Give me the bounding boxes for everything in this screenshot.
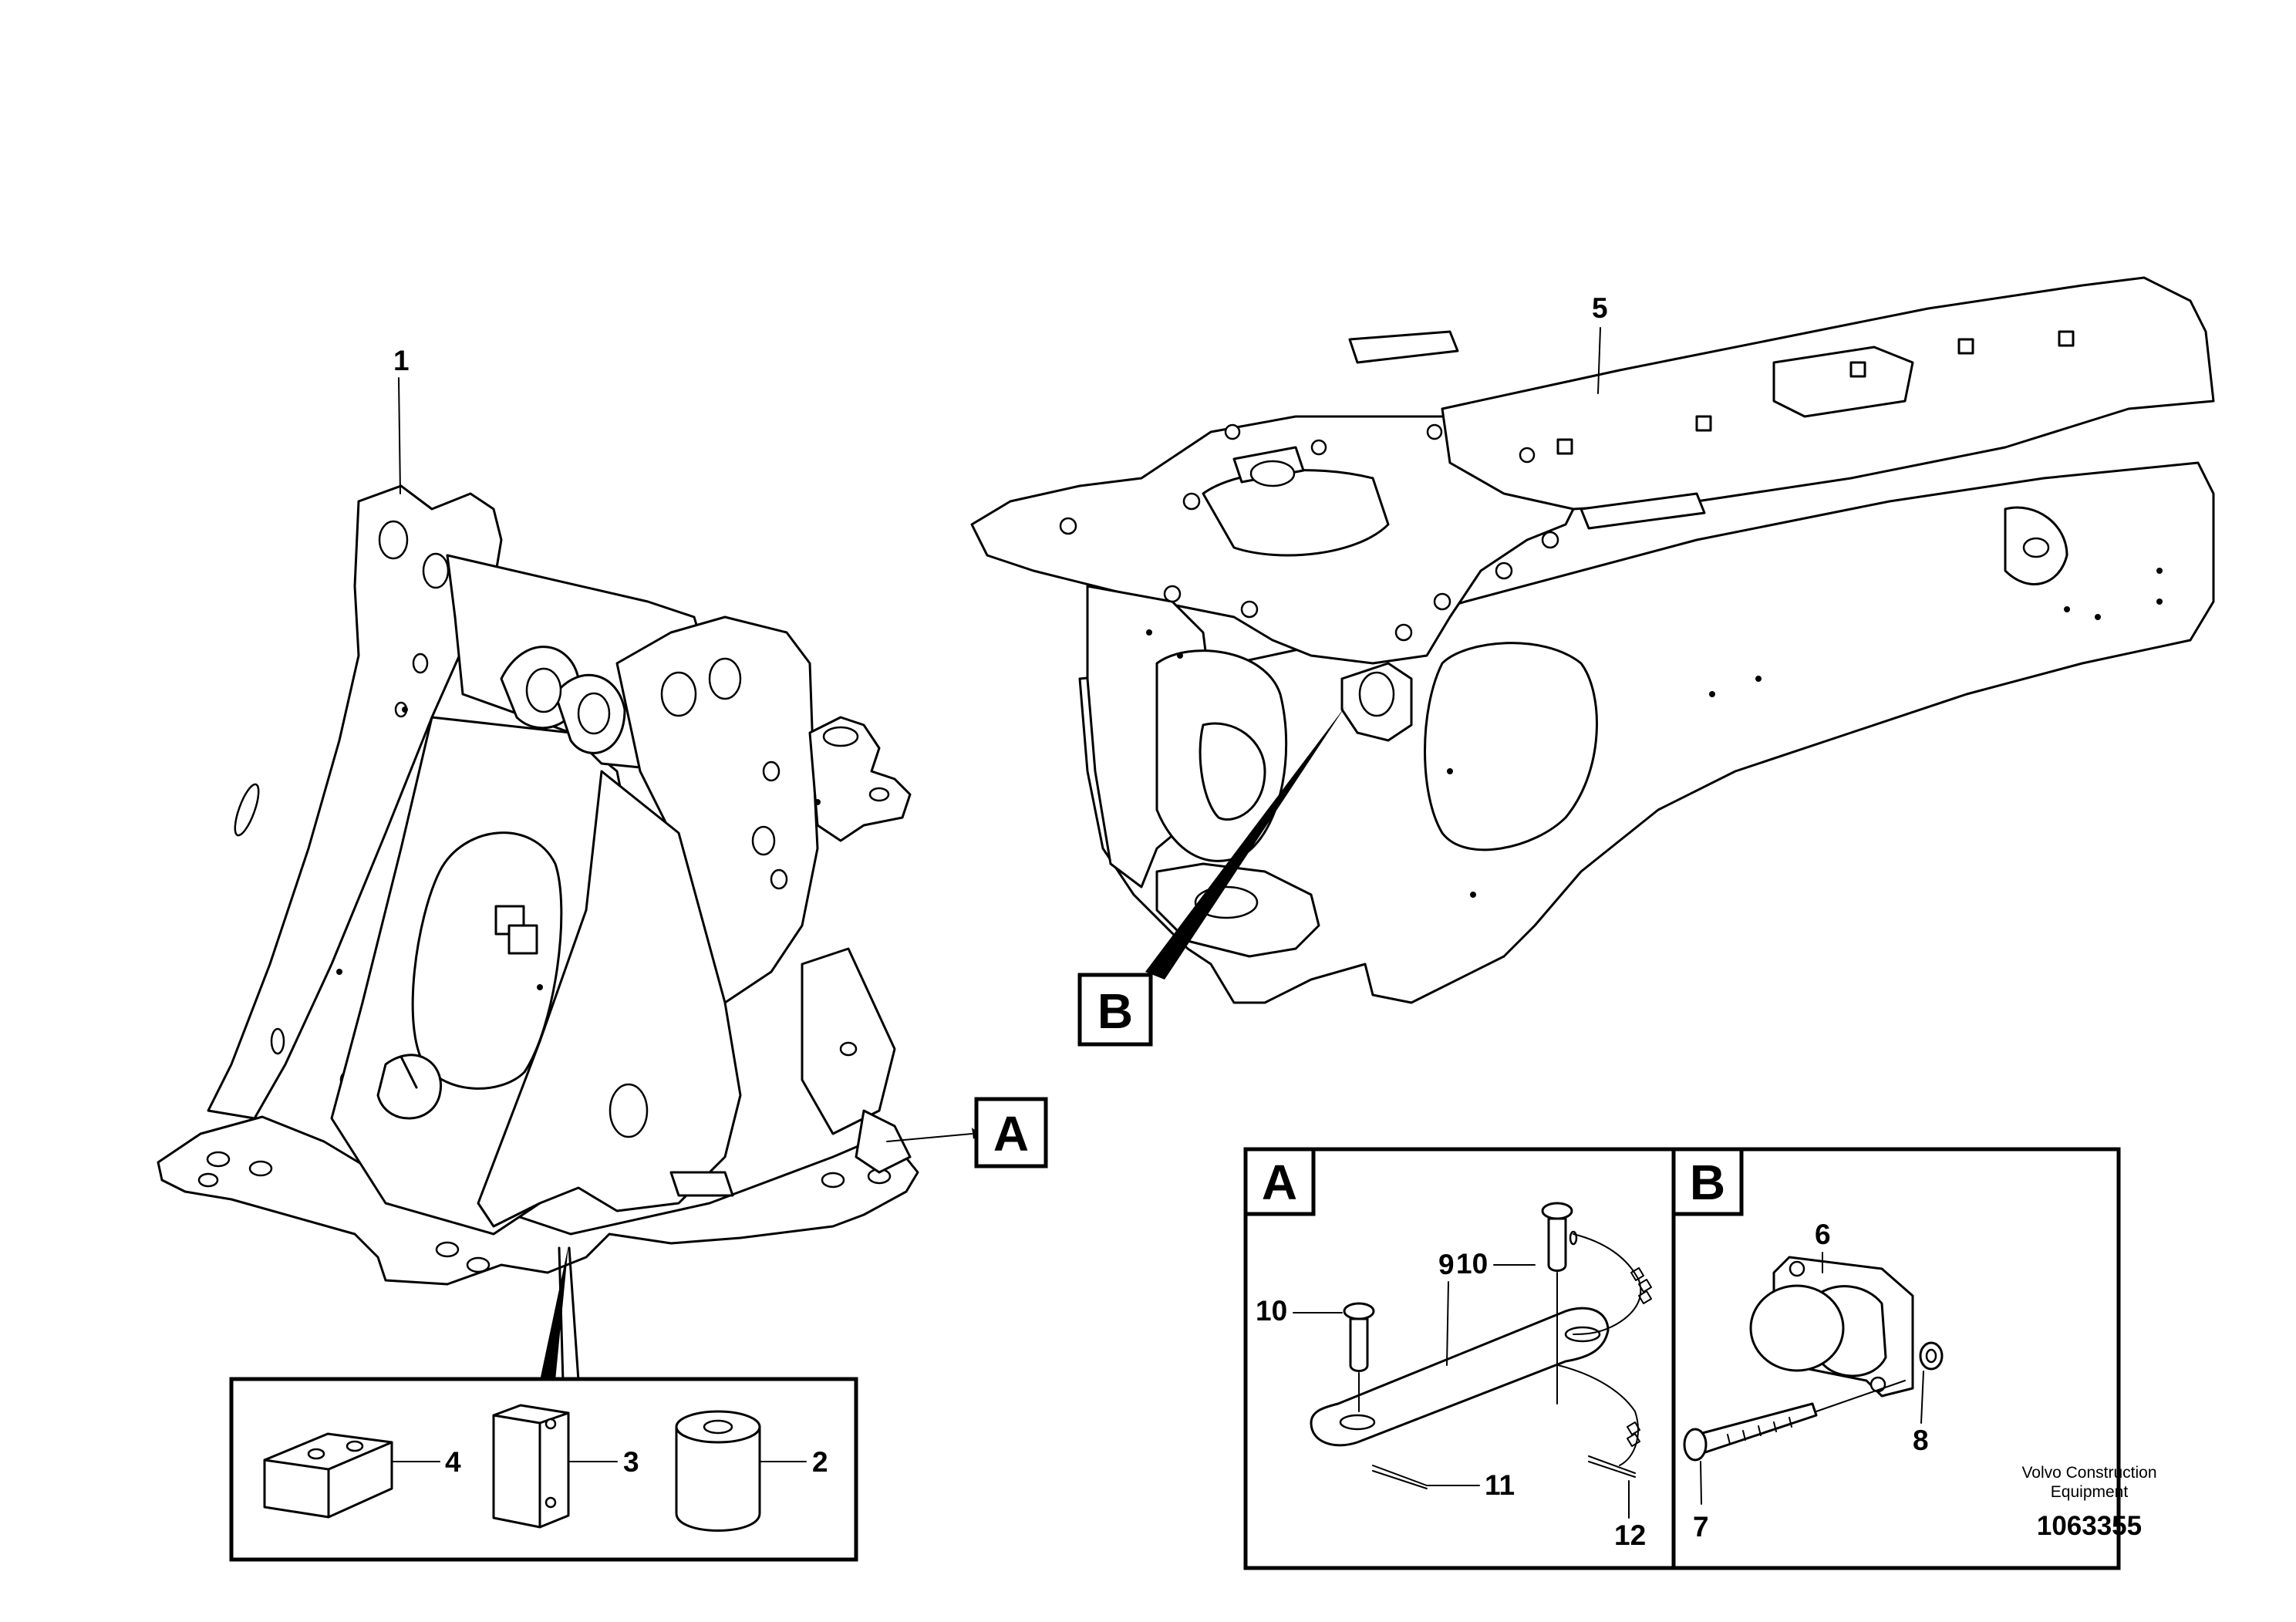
brand-line-1: Volvo Construction — [2021, 1464, 2156, 1482]
detail-ref-a-box — [974, 1097, 1048, 1168]
pointer-detail-parts — [540, 1246, 568, 1381]
rear-frame-illustration — [970, 276, 2215, 1004]
brand-line-2: Equipment — [2051, 1483, 2129, 1501]
leader-line-5 — [1597, 327, 1601, 394]
drawing-number: 1063355 — [2037, 1511, 2142, 1541]
leader-line-1 — [398, 377, 401, 494]
pointer-b-ref — [1145, 706, 1346, 980]
callout-4: 4 — [445, 1446, 461, 1478]
callout-7: 7 — [1693, 1511, 1709, 1543]
callout-5: 5 — [1592, 292, 1608, 324]
detail-a-label-box — [1243, 1147, 1316, 1216]
callout-8: 8 — [1913, 1425, 1929, 1456]
callout-2: 2 — [812, 1446, 828, 1478]
callout-1: 1 — [393, 345, 410, 376]
callout-6: 6 — [1815, 1219, 1831, 1250]
detail-box-parts-2-4: 4 3 2 — [229, 1246, 858, 1562]
detail-b-label: B — [1690, 1155, 1725, 1210]
front-frame-illustration — [157, 484, 919, 1286]
callout-3: 3 — [623, 1446, 639, 1478]
bushing-part-2 — [675, 1410, 761, 1532]
bearing-cap-assembly-b — [1683, 1256, 1944, 1462]
detail-ref-a-label: A — [993, 1106, 1029, 1162]
detail-b-label-box — [1671, 1147, 1744, 1216]
callout-9: 9 — [1438, 1249, 1455, 1280]
callout-10-left: 10 — [1256, 1295, 1287, 1327]
detail-ref-b-label: B — [1097, 983, 1133, 1039]
leader-line-a-ref — [886, 1133, 973, 1142]
callout-11: 11 — [1485, 1469, 1515, 1501]
detail-ref-b-box — [1077, 973, 1153, 1047]
detail-panels-a-b: A 10 10 9 — [1243, 1147, 2121, 1570]
callout-10-top: 10 — [1456, 1248, 1488, 1280]
block-part-4 — [263, 1432, 393, 1519]
pad-part-3 — [492, 1404, 570, 1529]
callout-12: 12 — [1614, 1519, 1646, 1551]
detail-a-label: A — [1262, 1155, 1297, 1210]
link-assembly-a — [1310, 1202, 1652, 1489]
